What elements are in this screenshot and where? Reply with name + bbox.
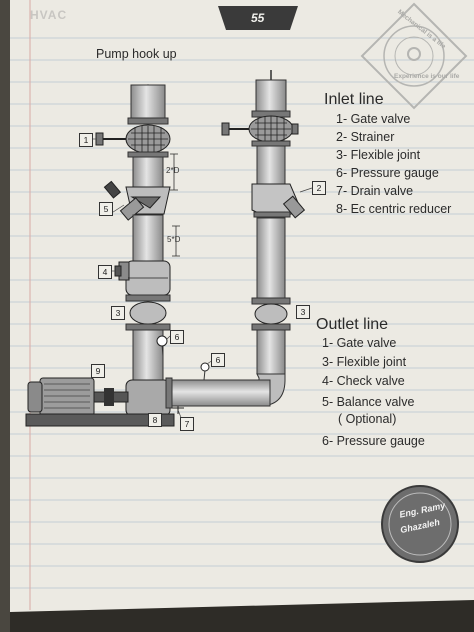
page-number: 55	[251, 11, 265, 25]
outlet-item: ( Optional)	[338, 412, 397, 426]
tag-pressure-gauge: 6	[211, 353, 225, 367]
page-title: Pump hook up	[96, 47, 177, 61]
pressure-gauge	[200, 362, 210, 372]
tag-strainer: 2	[312, 181, 326, 195]
inlet-item: 6- Pressure gauge	[336, 166, 439, 180]
outlet-item: 4- Check valve	[322, 374, 405, 388]
tag-pump: 9	[91, 364, 105, 378]
right-pipe-assembly	[221, 70, 306, 407]
inlet-item: 3- Flexible joint	[336, 148, 421, 162]
inlet-item: 2- Strainer	[336, 130, 395, 144]
inlet-item: 1- Gate valve	[336, 112, 411, 126]
dimension-label: 5*D	[167, 235, 181, 244]
logo-stamp	[360, 2, 468, 110]
tag-check-valve: 4	[98, 265, 112, 279]
outlet-item: 5- Balance valve	[322, 395, 415, 409]
left-pipe-assembly	[25, 84, 184, 427]
dimension-label: 2*D	[166, 166, 180, 175]
tag-reducer: 8	[148, 413, 162, 427]
suction-pipe	[169, 379, 271, 407]
tag-pressure-gauge: 6	[170, 330, 184, 344]
tag-flexible-joint: 3	[296, 305, 310, 319]
inlet-heading: Inlet line	[324, 91, 384, 108]
header-brand: HVAC	[30, 8, 68, 22]
inlet-item: 7- Drain valve	[336, 184, 414, 198]
tag-drain-valve: 7	[180, 417, 194, 431]
inlet-item: 8- Ec centric reducer	[336, 202, 452, 216]
signature-badge	[381, 485, 459, 563]
tag-gate-valve: 1	[79, 133, 93, 147]
outlet-item: 1- Gate valve	[322, 336, 397, 350]
outlet-item: 3- Flexible joint	[322, 355, 407, 369]
outlet-heading: Outlet line	[316, 316, 389, 333]
page-number-badge	[218, 6, 298, 30]
tag-flexible-joint: 3	[111, 306, 125, 320]
tag-balance-valve: 5	[99, 202, 113, 216]
paper-sheet	[10, 0, 474, 612]
stamp-bottom-text: Experience is our life	[394, 73, 460, 80]
outlet-item: 6- Pressure gauge	[322, 434, 425, 448]
